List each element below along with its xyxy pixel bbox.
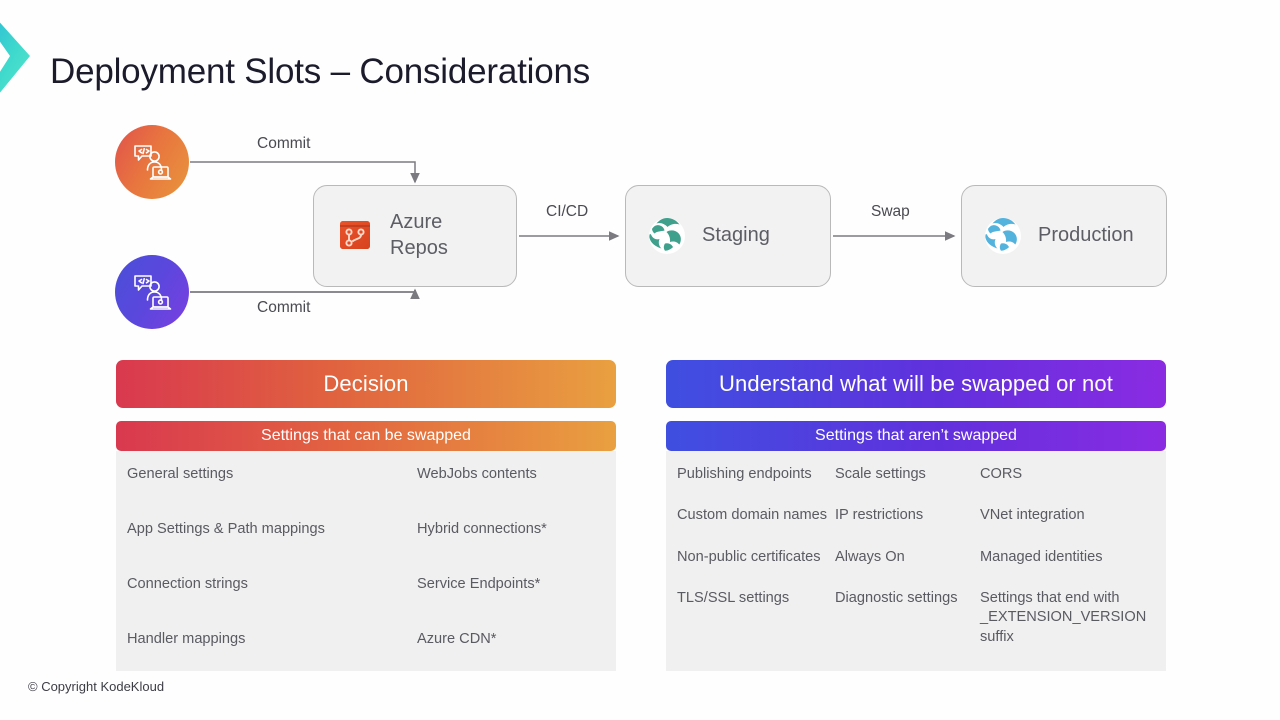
developer-icon-top: [115, 125, 189, 199]
list-item: VNet integration: [980, 507, 1085, 524]
azure-repos-icon: [340, 221, 370, 249]
list-item: Settings that end with _EXTENSION_VERSIO…: [980, 590, 1147, 645]
list-item: Handler mappings: [127, 631, 246, 647]
panel-decision-title: Decision: [116, 360, 616, 408]
node-production-label: Production: [1038, 224, 1134, 247]
list-item: Custom domain names: [677, 507, 828, 524]
panel-not-swapped-subtitle: Settings that aren’t swapped: [666, 421, 1166, 451]
panel-not-swapped: Understand what will be swapped or not S…: [666, 360, 1166, 671]
list-item: Hybrid connections*: [417, 521, 547, 537]
edge-label-swap: Swap: [871, 203, 910, 220]
node-label-line1: Azure: [390, 211, 443, 234]
list-item: Managed identities: [980, 548, 1103, 565]
list-item: Diagnostic settings: [835, 590, 958, 607]
list-item: Non-public certificates: [677, 548, 821, 565]
panel-decision-subtitle: Settings that can be swapped: [116, 421, 616, 451]
developer-laptop-icon: [134, 275, 172, 310]
list-item: CORS: [980, 466, 1023, 482]
node-azure-repos-label: Azure Repos: [390, 210, 448, 261]
panel-not-swapped-title: Understand what will be swapped or not: [666, 360, 1166, 408]
copyright-footer: © Copyright KodeKloud: [28, 679, 165, 694]
panel-decision: Decision Settings that can be swapped Ge…: [116, 360, 616, 671]
diagram-connectors: [190, 161, 956, 299]
list-item: Always On: [835, 548, 905, 565]
node-azure-repos[interactable]: Azure Repos: [313, 185, 517, 287]
edge-label-commit-bottom: Commit: [257, 299, 311, 316]
node-staging-label: Staging: [702, 224, 770, 247]
panel-decision-body: General settings WebJobs contents App Se…: [116, 451, 616, 671]
list-item: Azure CDN*: [417, 631, 497, 647]
list-item: Publishing endpoints: [677, 466, 812, 482]
list-item: Scale settings: [835, 466, 926, 482]
list-item: IP restrictions: [835, 507, 924, 524]
edge-label-cicd: CI/CD: [546, 203, 589, 220]
panel-not-swapped-body: Publishing endpoints Scale settings CORS…: [666, 451, 1166, 671]
node-label-line2: Repos: [390, 237, 448, 259]
list-item: App Settings & Path mappings: [127, 521, 325, 537]
chevron-right-logo-icon: [0, 22, 30, 93]
list-item: WebJobs contents: [417, 466, 537, 482]
app-service-globe-icon: [985, 218, 1021, 254]
list-item: Connection strings: [127, 576, 248, 592]
list-item: TLS/SSL settings: [677, 590, 790, 607]
pipeline-diagram: Commit Commit CI/CD Swap: [0, 110, 1280, 340]
app-service-globe-icon: [649, 218, 685, 254]
developer-icon-bottom: [115, 255, 189, 329]
edge-label-commit-top: Commit: [257, 135, 311, 152]
node-staging[interactable]: Staging: [625, 185, 831, 287]
developer-laptop-icon: [134, 145, 172, 180]
page-title: Deployment Slots – Considerations: [50, 52, 591, 91]
list-item: General settings: [127, 466, 234, 482]
node-production[interactable]: Production: [961, 185, 1167, 287]
list-item: Service Endpoints*: [417, 576, 541, 592]
